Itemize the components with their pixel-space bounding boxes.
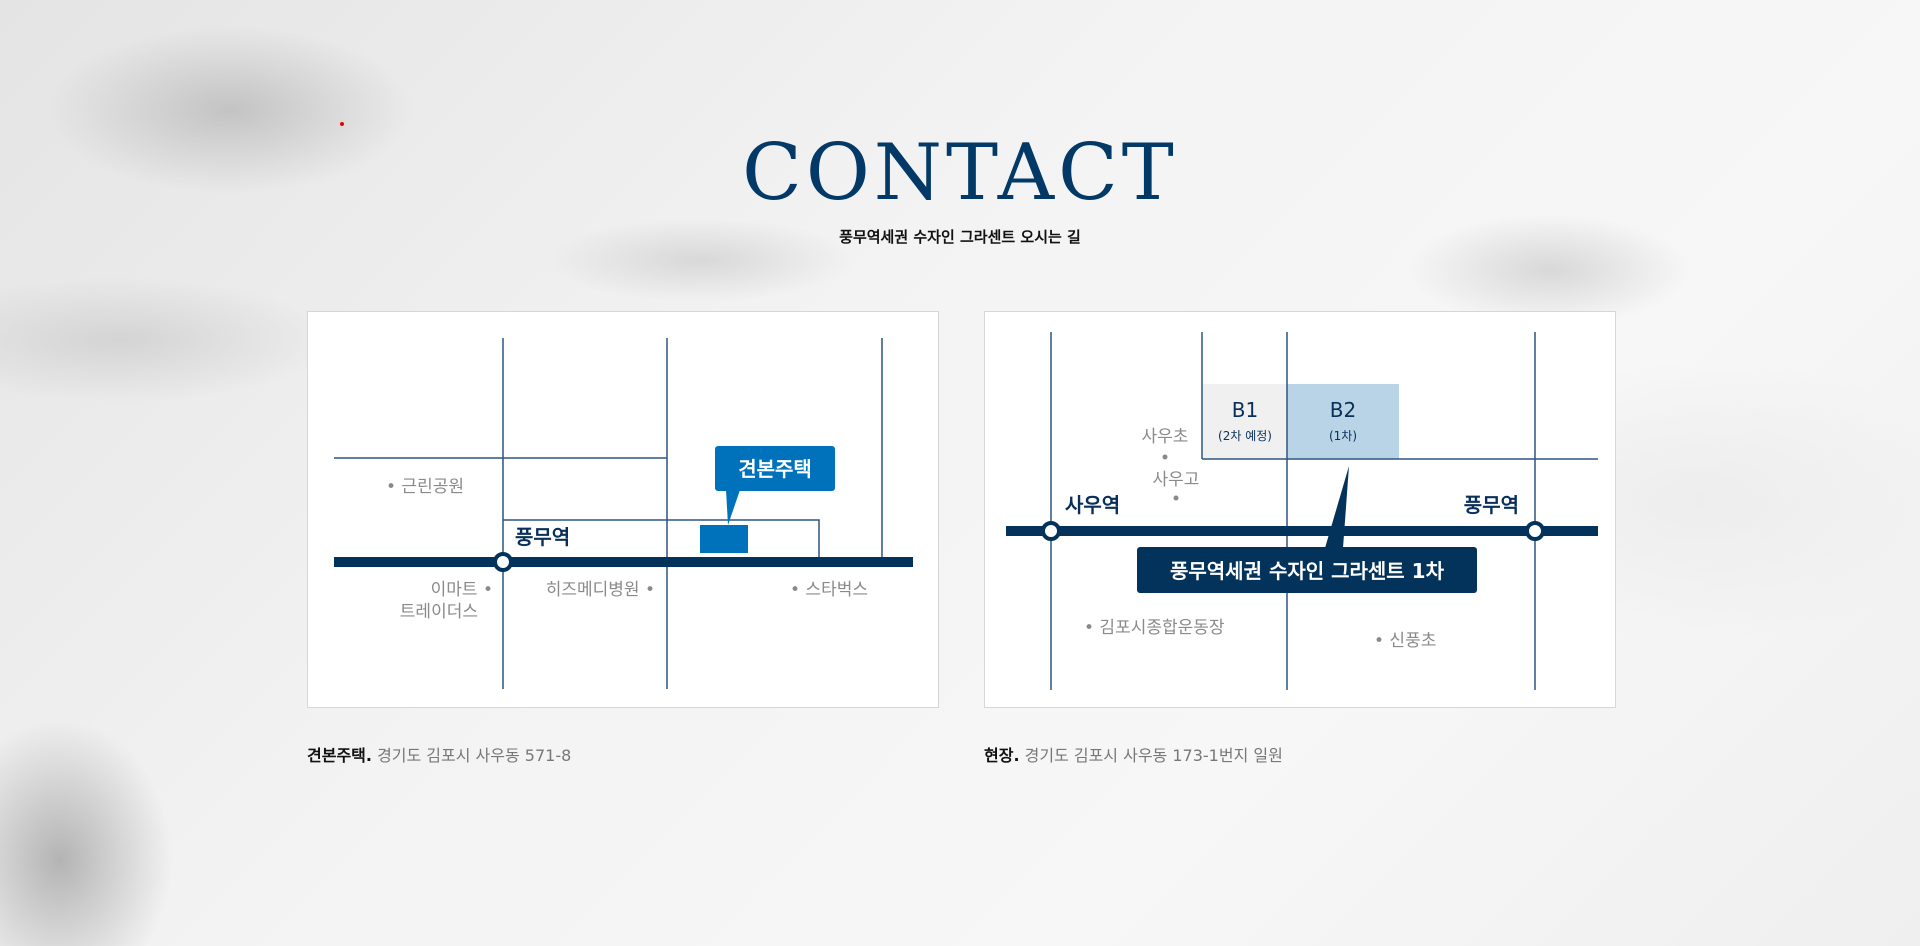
page-subtitle: 풍무역세권 수자인 그라센트 오시는 길: [839, 228, 1081, 246]
block-b1: [1202, 384, 1287, 459]
roads: [334, 338, 883, 689]
station-marker: [493, 552, 513, 572]
callout-label: 견본주택: [738, 457, 812, 481]
callout-pointer: [1325, 466, 1349, 548]
poi-dot: [1173, 495, 1179, 501]
poi-sinpung: • 신풍초: [1374, 631, 1436, 651]
callout-box: [715, 446, 835, 491]
roads: [1050, 332, 1598, 690]
caption-address: 경기도 김포시 사우동 571-8: [377, 746, 572, 765]
model-house-marker: [700, 525, 748, 553]
station-marker-sau: [1041, 521, 1061, 541]
station-label-pungmu: 풍무역: [1464, 493, 1519, 517]
poi-stadium: • 김포시종합운동장: [1084, 618, 1225, 638]
model-house-address: 견본주택. 경기도 김포시 사우동 571-8: [307, 742, 571, 766]
caption-address: 경기도 김포시 사우동 173-1번지 일원: [1024, 746, 1283, 765]
poi-starbucks: • 스타벅스: [790, 580, 868, 600]
block-b2-sub: (1차): [1329, 429, 1357, 443]
red-dot: [340, 122, 344, 126]
callout-box: [1137, 547, 1477, 593]
block-b1-name: B1: [1232, 398, 1258, 422]
block-b2: [1287, 384, 1399, 459]
model-house-map: 견본주택 풍무역 • 근린공원 이마트 • 트레이더스 히즈메디병원 • • 스…: [307, 311, 939, 708]
page-title: CONTACT: [742, 128, 1178, 218]
poi-sau-high: 사우고: [1153, 470, 1200, 490]
caption-label: 현장.: [984, 746, 1020, 765]
site-address: 현장. 경기도 김포시 사우동 173-1번지 일원: [984, 742, 1283, 766]
callout-label: 풍무역세권 수자인 그라센트 1차: [1170, 559, 1445, 583]
poi-emart: 이마트 •: [431, 580, 493, 600]
caption-label: 견본주택.: [307, 746, 372, 765]
poi-traders: 트레이더스: [400, 602, 478, 622]
station-label: 풍무역: [515, 525, 570, 549]
poi-sau-elementary: 사우초: [1142, 427, 1189, 447]
station-label-sau: 사우역: [1065, 493, 1120, 517]
station-marker-pungmu: [1525, 521, 1545, 541]
poi-dot: [1162, 454, 1168, 460]
site-map: B1 (2차 예정) B2 (1차) 풍무역세권 수자인 그라센트 1차 사우역…: [984, 311, 1616, 708]
block-b2-name: B2: [1330, 398, 1356, 422]
poi-hospital: 히즈메디병원 •: [546, 580, 655, 600]
poi-park: • 근린공원: [386, 477, 464, 497]
block-b1-sub: (2차 예정): [1218, 429, 1272, 443]
callout-pointer: [726, 490, 740, 525]
